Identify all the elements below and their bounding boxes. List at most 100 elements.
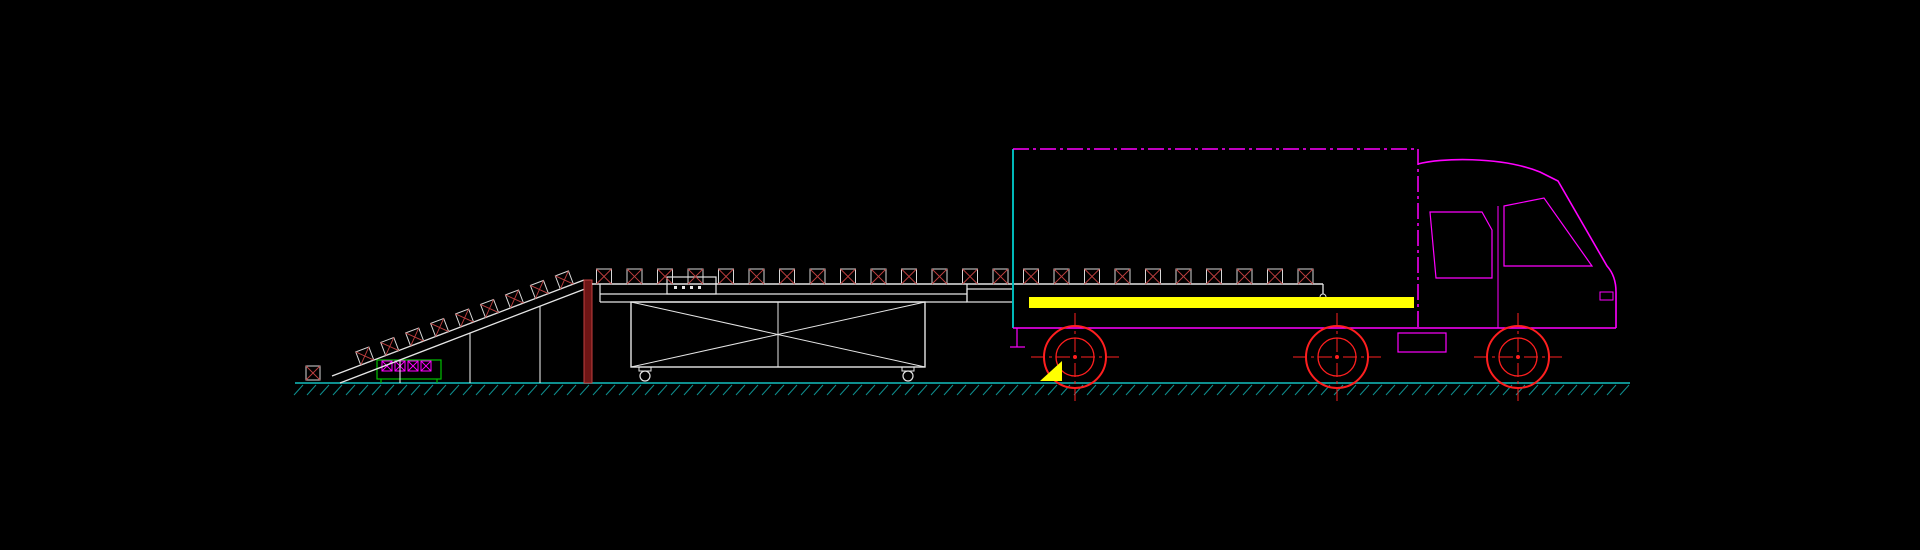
carton: [992, 268, 1009, 285]
carton: [420, 360, 432, 372]
ground-hatch-tick: [436, 384, 447, 396]
ground-hatch-tick: [475, 384, 486, 396]
fuel-tank: [1397, 332, 1447, 353]
control-dot: [682, 286, 685, 289]
ground-hatch-tick: [1567, 384, 1578, 396]
carton: [1114, 268, 1131, 285]
ground-hatch-tick: [1203, 384, 1214, 396]
ground-hatch-tick: [1398, 384, 1409, 396]
ground-hatch-tick: [345, 384, 356, 396]
carton: [870, 268, 887, 285]
ground-hatch-tick: [1528, 384, 1539, 396]
carton: [529, 279, 550, 300]
ground-hatch-tick: [657, 384, 668, 396]
ground-hatch-tick: [1164, 384, 1175, 396]
ground-hatch-tick: [1151, 384, 1162, 396]
ground-hatch-tick: [787, 384, 798, 396]
ground-hatch-tick: [592, 384, 603, 396]
carton: [1053, 268, 1070, 285]
ground-hatch-tick: [1554, 384, 1565, 396]
ground-hatch-tick: [969, 384, 980, 396]
ground-hatch-tick: [800, 384, 811, 396]
ground: [293, 382, 1630, 396]
ground-hatch-tick: [813, 384, 824, 396]
carton: [1267, 268, 1283, 285]
headlight: [1599, 291, 1614, 301]
ground-hatch-tick: [761, 384, 772, 396]
carton: [405, 327, 425, 347]
ground-hatch-tick: [956, 384, 967, 396]
caster-wheel: [639, 370, 651, 382]
ground-hatch: [293, 384, 1630, 396]
carton: [962, 268, 978, 285]
ground-hatch-tick: [1619, 384, 1630, 396]
ground-hatch-tick: [540, 384, 551, 396]
ground-hatch-tick: [631, 384, 642, 396]
truck-wheel: [1474, 313, 1562, 401]
ground-hatch-tick: [826, 384, 837, 396]
carton: [687, 268, 704, 285]
ground-hatch-tick: [891, 384, 902, 396]
ground-hatch-tick: [605, 384, 616, 396]
ground-hatch-tick: [1268, 384, 1279, 396]
ground-hatch-tick: [1580, 384, 1591, 396]
ground-hatch-tick: [501, 384, 512, 396]
carton: [931, 268, 948, 285]
ground-hatch-tick: [1216, 384, 1227, 396]
ground-hatch-tick: [397, 384, 408, 396]
casters: [638, 366, 915, 382]
ground-hatch-tick: [1021, 384, 1032, 396]
carton: [901, 268, 917, 285]
carton: [454, 308, 475, 328]
ground-hatch-tick: [644, 384, 655, 396]
carton: [596, 268, 612, 285]
ground-hatch-tick: [553, 384, 564, 396]
cab-windshield: [1503, 197, 1594, 267]
ground-hatch-tick: [1112, 384, 1123, 396]
ground-hatch-tick: [449, 384, 460, 396]
carton: [1175, 268, 1192, 285]
ground-hatch-tick: [1476, 384, 1487, 396]
ground-hatch-tick: [1138, 384, 1149, 396]
carton: [1206, 268, 1222, 285]
ground-hatch-tick: [982, 384, 993, 396]
carton: [779, 268, 795, 285]
ground-hatch-tick: [332, 384, 343, 396]
ground-hatch-tick: [1190, 384, 1201, 396]
ground-hatch-tick: [943, 384, 954, 396]
ground-hatch-tick: [930, 384, 941, 396]
wheels: [1031, 313, 1562, 401]
ground-hatch-tick: [1541, 384, 1552, 396]
ground-hatch-tick: [306, 384, 317, 396]
truck-wheel: [1293, 313, 1381, 401]
ground-hatch-tick: [384, 384, 395, 396]
ground-hatch-tick: [1255, 384, 1266, 396]
carton: [504, 289, 525, 309]
ground-hatch-tick: [1463, 384, 1474, 396]
carton: [1145, 268, 1161, 285]
ground-hatch-tick: [1086, 384, 1097, 396]
ground-hatch-tick: [1424, 384, 1435, 396]
ground-hatch-tick: [618, 384, 629, 396]
carton: [1023, 268, 1039, 285]
caster-wheel: [902, 370, 914, 382]
ground-hatch-tick: [319, 384, 330, 396]
ground-hatch-tick: [1307, 384, 1318, 396]
carton: [380, 336, 400, 357]
support-post: [583, 279, 593, 384]
carton: [718, 268, 734, 285]
ground-hatch-tick: [852, 384, 863, 396]
ground-hatch-tick: [1034, 384, 1045, 396]
ground-hatch-tick: [410, 384, 421, 396]
ground-hatch-tick: [488, 384, 499, 396]
ground-hatch-tick: [878, 384, 889, 396]
cab-door-window: [1429, 211, 1493, 279]
ground-hatch-tick: [423, 384, 434, 396]
ground-hatch-tick: [683, 384, 694, 396]
control-dot: [674, 286, 677, 289]
telescopic-step: [966, 288, 1014, 303]
ground-hatch-tick: [527, 384, 538, 396]
carton: [1297, 268, 1314, 285]
